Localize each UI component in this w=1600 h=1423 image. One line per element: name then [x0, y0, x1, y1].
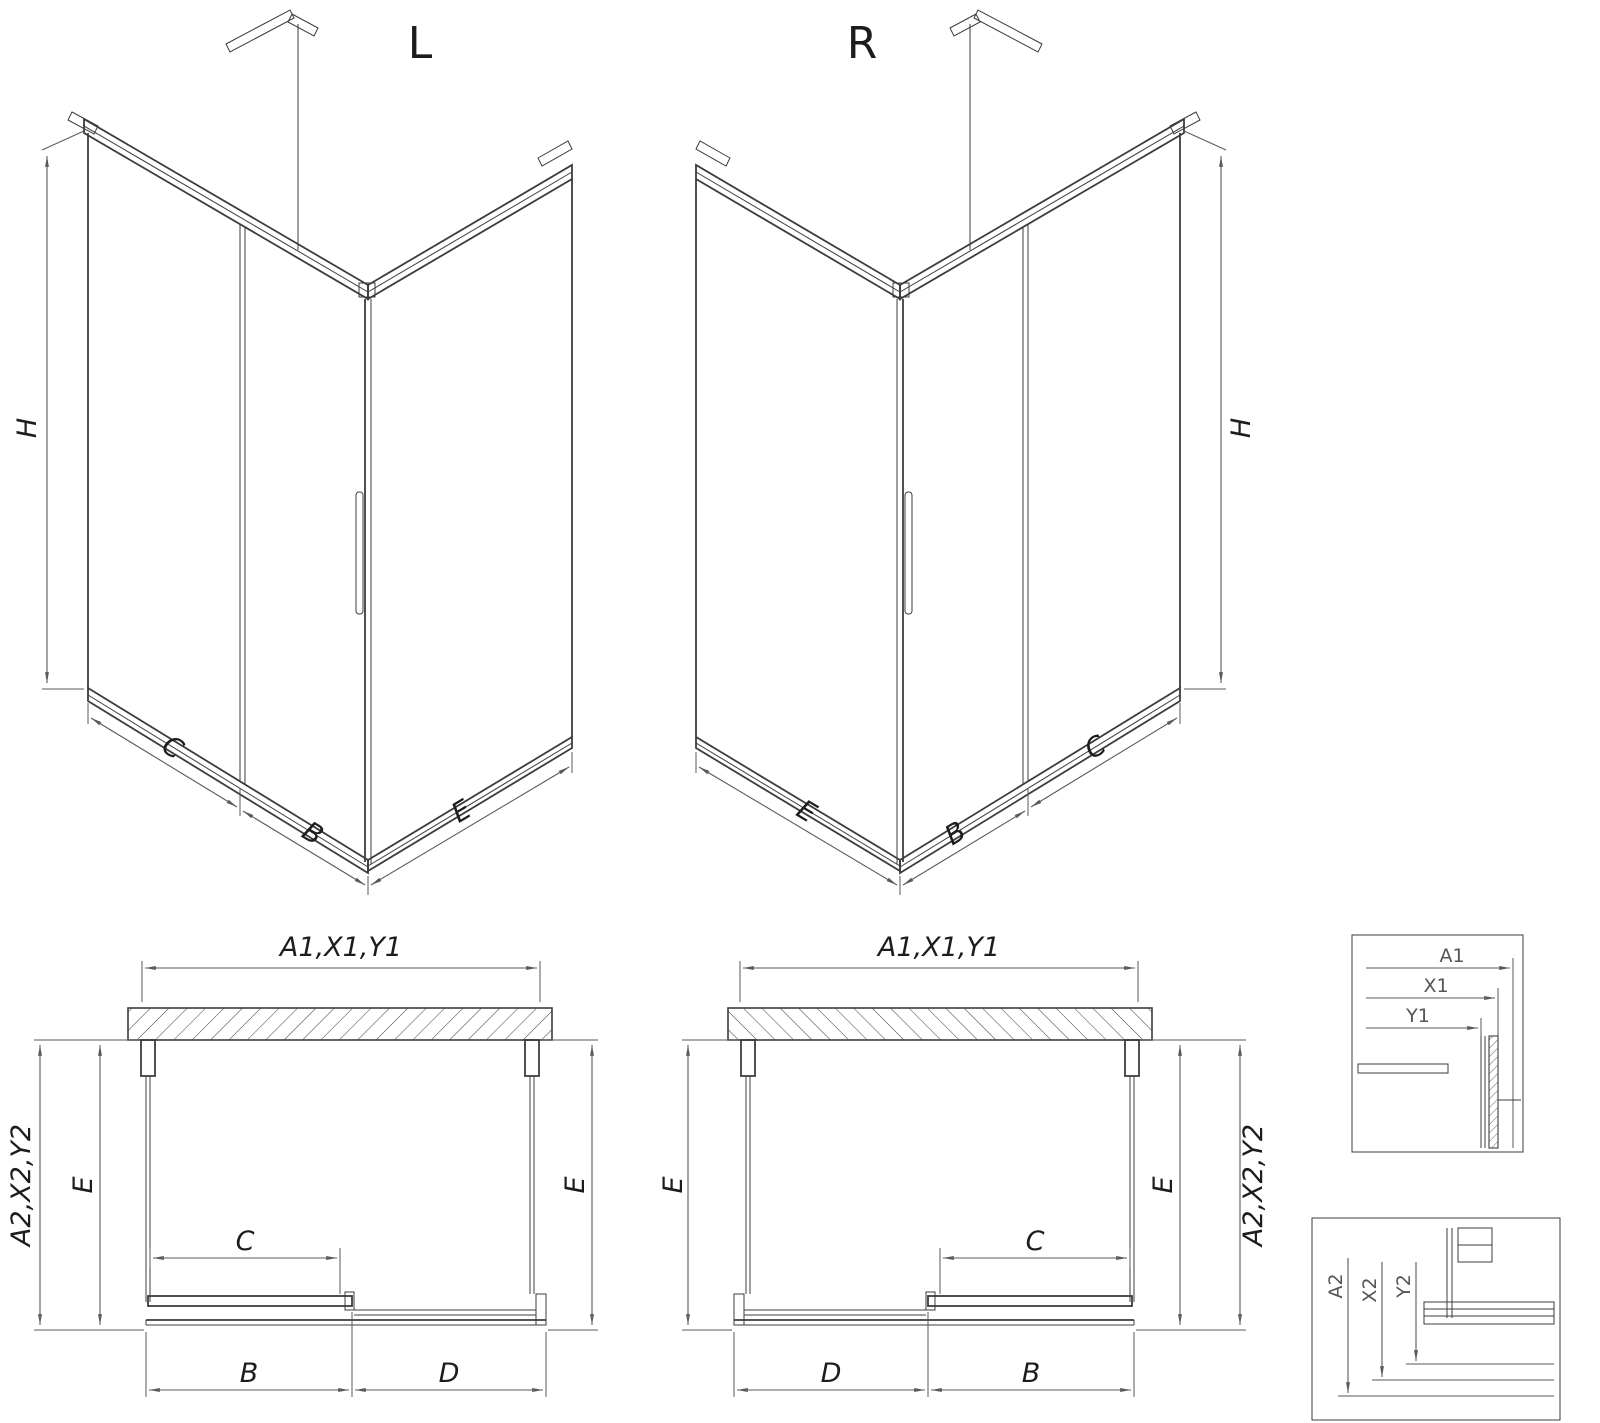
wall-bracket-right: [537, 140, 573, 167]
plan-left-dim-depth-total-label: A2,X2,Y2: [6, 1124, 37, 1248]
plan-left-dim-e-right-label: E: [560, 1176, 591, 1193]
dim-line-side: [370, 766, 570, 886]
corner-post-cap: [358, 282, 376, 298]
detail-bottom-border: [1311, 1217, 1561, 1421]
iso-left-title: L: [408, 18, 433, 69]
door-end-cap: [344, 1291, 355, 1311]
detail-bottom-a2-label: A2: [1325, 1273, 1347, 1298]
iso-right-dim-h-label: H: [1226, 418, 1257, 438]
sliding-door-panel: [147, 1295, 353, 1307]
iso-view-right-geometry: [696, 10, 1226, 895]
detail-top-border: [1351, 934, 1524, 1153]
plan-left-dim-e-left-label: E: [68, 1176, 99, 1193]
door-handle: [355, 491, 364, 615]
labels: L H C B E R H C B E A1,X1,Y1 A2,X2,Y2 E …: [6, 18, 1465, 1389]
plan-right-dim-depth-total-label: A2,X2,Y2: [1238, 1124, 1269, 1248]
plan-left-dim-c-label: C: [236, 1226, 255, 1257]
plan-view-left-geometry: [34, 961, 598, 1397]
plan-right-dim-width-label: A1,X1,Y1: [876, 932, 1000, 963]
wall-bracket-left: [67, 111, 99, 135]
plan-right-dim-e-right-label: E: [1148, 1176, 1179, 1193]
plan-right-dim-c-label: C: [1026, 1226, 1045, 1257]
iso-right-title: R: [847, 18, 878, 69]
track-end-bracket: [535, 1293, 547, 1326]
iso-view-left-geometry: [41, 9, 573, 895]
detail-view-top: [1351, 934, 1524, 1153]
left-wall-bottom-rail: [87, 686, 369, 875]
dim-line-door: [242, 810, 366, 886]
plan-left-dim-d-label: D: [439, 1358, 460, 1389]
glass-panel-section: [1357, 1063, 1449, 1074]
detail-top-a1-label: A1: [1439, 945, 1464, 967]
detail-top-x1-label: X1: [1423, 975, 1448, 997]
wall-profile-left: [140, 1039, 156, 1077]
detail-bottom-y2-label: Y2: [1393, 1274, 1415, 1299]
plan-right-dim-e-left-label: E: [658, 1176, 689, 1193]
iso-left-dim-h-label: H: [12, 418, 43, 438]
wall-profile-section: [1488, 1035, 1499, 1149]
ceiling-bracket-arm-2: [287, 13, 319, 37]
plan-right-dim-d-label: D: [821, 1358, 842, 1389]
wall-profile-right: [524, 1039, 540, 1077]
plan-right-dim-b-label: B: [1022, 1358, 1041, 1389]
plan-left-dim-b-label: B: [240, 1358, 259, 1389]
ceiling-bracket-arm: [225, 9, 295, 53]
dim-line-fixed: [90, 717, 238, 808]
plan-left-dim-width-label: A1,X1,Y1: [278, 932, 402, 963]
detail-top-y1-label: Y1: [1405, 1005, 1430, 1027]
wall-section-hatched: [127, 1007, 553, 1041]
detail-view-bottom: [1311, 1217, 1561, 1421]
detail-bottom-x2-label: X2: [1359, 1277, 1381, 1302]
bottom-track-section: [1423, 1301, 1555, 1325]
